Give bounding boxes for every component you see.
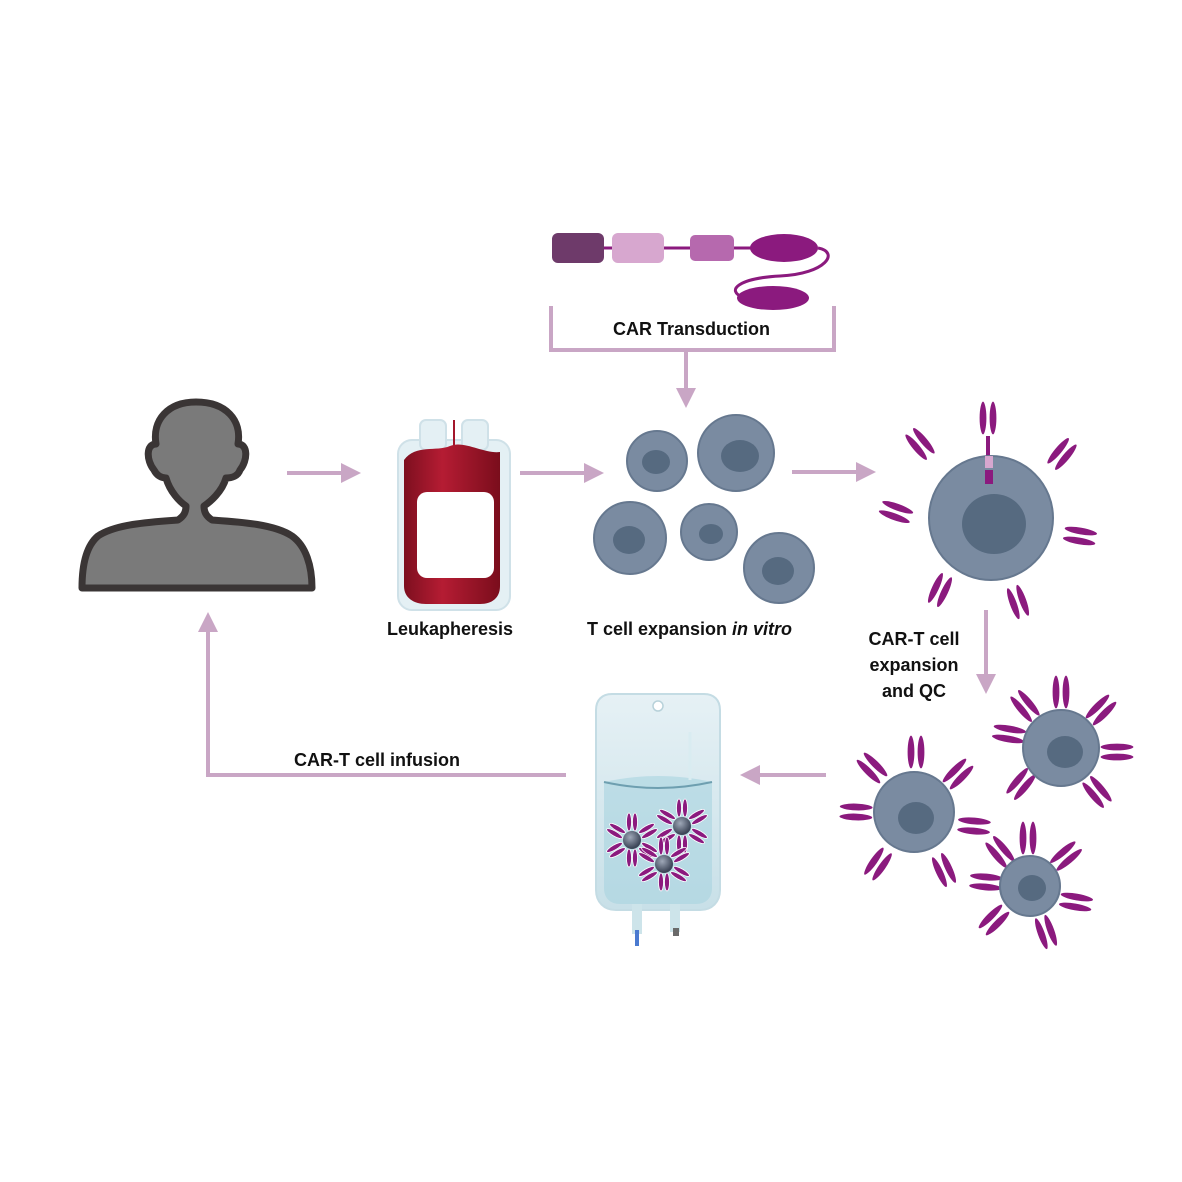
label-car-t-infusion: CAR-T cell infusion — [294, 750, 460, 770]
t-cell — [697, 414, 775, 492]
label-car-t-expansion-line2: expansion — [869, 655, 959, 675]
car-scfv-2 — [737, 286, 809, 310]
transduction-bracket — [549, 306, 836, 408]
mini-car-t-cell — [637, 836, 691, 892]
car-scfv-1 — [750, 234, 818, 262]
infusion-bag-icon — [595, 693, 721, 946]
blood-bag-label — [417, 492, 494, 578]
t-cell — [626, 430, 688, 492]
label-leukapheresis: Leukapheresis — [387, 619, 514, 639]
t-cell — [743, 532, 815, 604]
car-domain-3 — [690, 235, 734, 261]
arrow-infusion-to-patient — [198, 612, 566, 777]
t-cell — [680, 503, 738, 561]
car-domain-2 — [612, 233, 664, 263]
car-construct — [552, 233, 830, 310]
mini-car-t-cell — [605, 812, 659, 868]
car-domain-1 — [552, 233, 604, 263]
car-t-cell-large — [876, 400, 1099, 622]
mini-car-t-cell — [655, 798, 709, 854]
label-in-vitro: in vitro — [732, 619, 793, 639]
label-t-cell-expansion: T cell expansion in vitro — [587, 618, 792, 640]
car-t-cell — [838, 734, 993, 890]
patient-icon — [78, 398, 316, 592]
label-t-cell-expansion-main: T cell expansion — [587, 619, 733, 639]
blood-bag-icon — [397, 419, 511, 611]
car-t-cell — [990, 674, 1135, 812]
label-car-t-expansion-qc: CAR-T cell expansion and QC — [852, 628, 976, 702]
car-t-cell — [967, 820, 1095, 952]
t-cell — [593, 501, 667, 575]
label-car-t-expansion-line1: CAR-T cell — [868, 629, 960, 649]
label-car-t-expansion-line3: and QC — [881, 681, 946, 701]
label-car-transduction: CAR Transduction — [613, 319, 771, 339]
t-cell-cluster — [593, 414, 815, 604]
